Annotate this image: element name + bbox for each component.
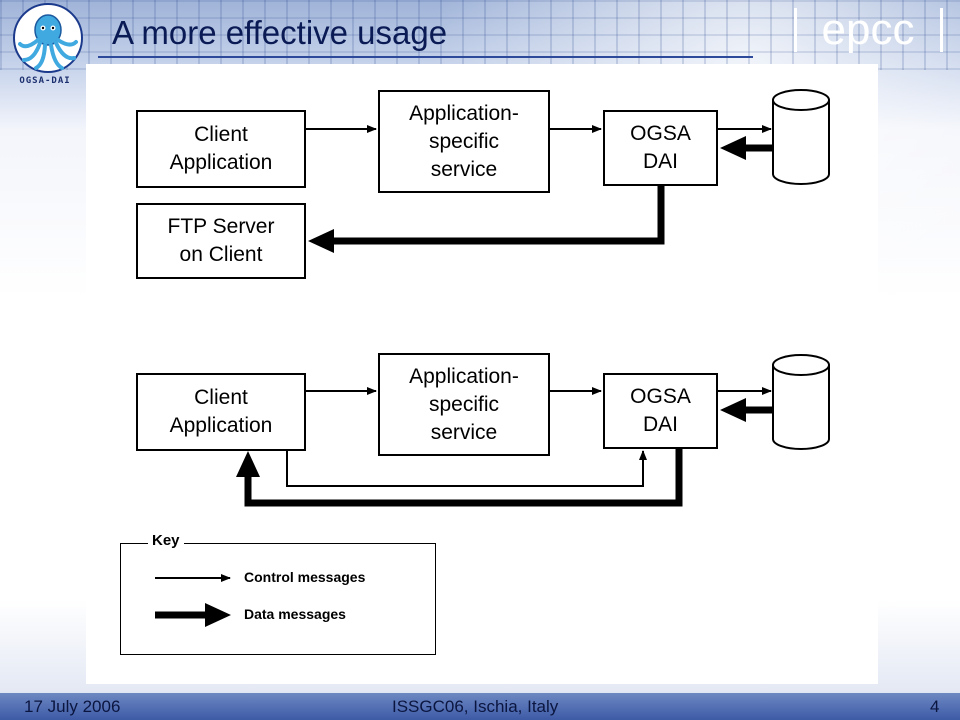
key-legend-title: Key [148,532,184,549]
ftp-server-label: FTP Server on Client [167,215,275,266]
key-data-label: Data messages [244,606,346,622]
logo-caption: OGSA-DAI [19,76,71,86]
bottom-client-application-label: Client Application [169,386,273,437]
bottom-database-icon [772,354,830,450]
top-data-arrowhead-db-to-ogsa [720,136,746,160]
top-application-service-label: Application- specific service [409,101,519,181]
bottom-client-application-box: Client Application [136,373,306,451]
bottom-ogsa-dai-label: OGSA DAI [630,385,691,436]
ogsa-dai-octopus-logo [13,3,83,73]
top-ogsa-dai-label: OGSA DAI [630,122,691,173]
epcc-logo: epcc [794,5,943,54]
ftp-server-box: FTP Server on Client [136,203,306,279]
slide-title: A more effective usage [112,14,448,51]
top-database-icon [772,89,830,185]
footer-bar [0,693,960,720]
top-data-arrowhead-ogsa-to-ftp [308,229,334,253]
top-ogsa-dai-box: OGSA DAI [603,110,718,186]
top-data-line-ogsa-to-ftp [332,186,665,245]
bottom-application-service-label: Application- specific service [409,364,519,444]
bottom-data-line-ogsa-to-client [244,449,683,507]
top-client-application-box: Client Application [136,110,306,188]
key-legend-box [120,543,436,655]
title-underline [98,56,753,58]
epcc-logo-text: epcc [822,5,915,54]
key-data-arrowhead [205,603,231,627]
top-application-service-box: Application- specific service [378,90,550,193]
footer-date: 17 July 2006 [24,697,121,716]
footer-page-number: 4 [930,697,940,716]
header-circuit-pattern [0,0,960,70]
bottom-application-service-box: Application- specific service [378,353,550,456]
footer-event: ISSGC06, Ischia, Italy [392,697,559,716]
bottom-data-arrowhead-ogsa-to-client [236,451,260,477]
key-control-label: Control messages [244,569,366,585]
bottom-data-arrowhead-db-to-ogsa [720,398,746,422]
bottom-ogsa-dai-box: OGSA DAI [603,373,718,449]
top-client-application-label: Client Application [169,123,273,174]
bottom-control-line-client-to-ogsa [286,450,647,487]
